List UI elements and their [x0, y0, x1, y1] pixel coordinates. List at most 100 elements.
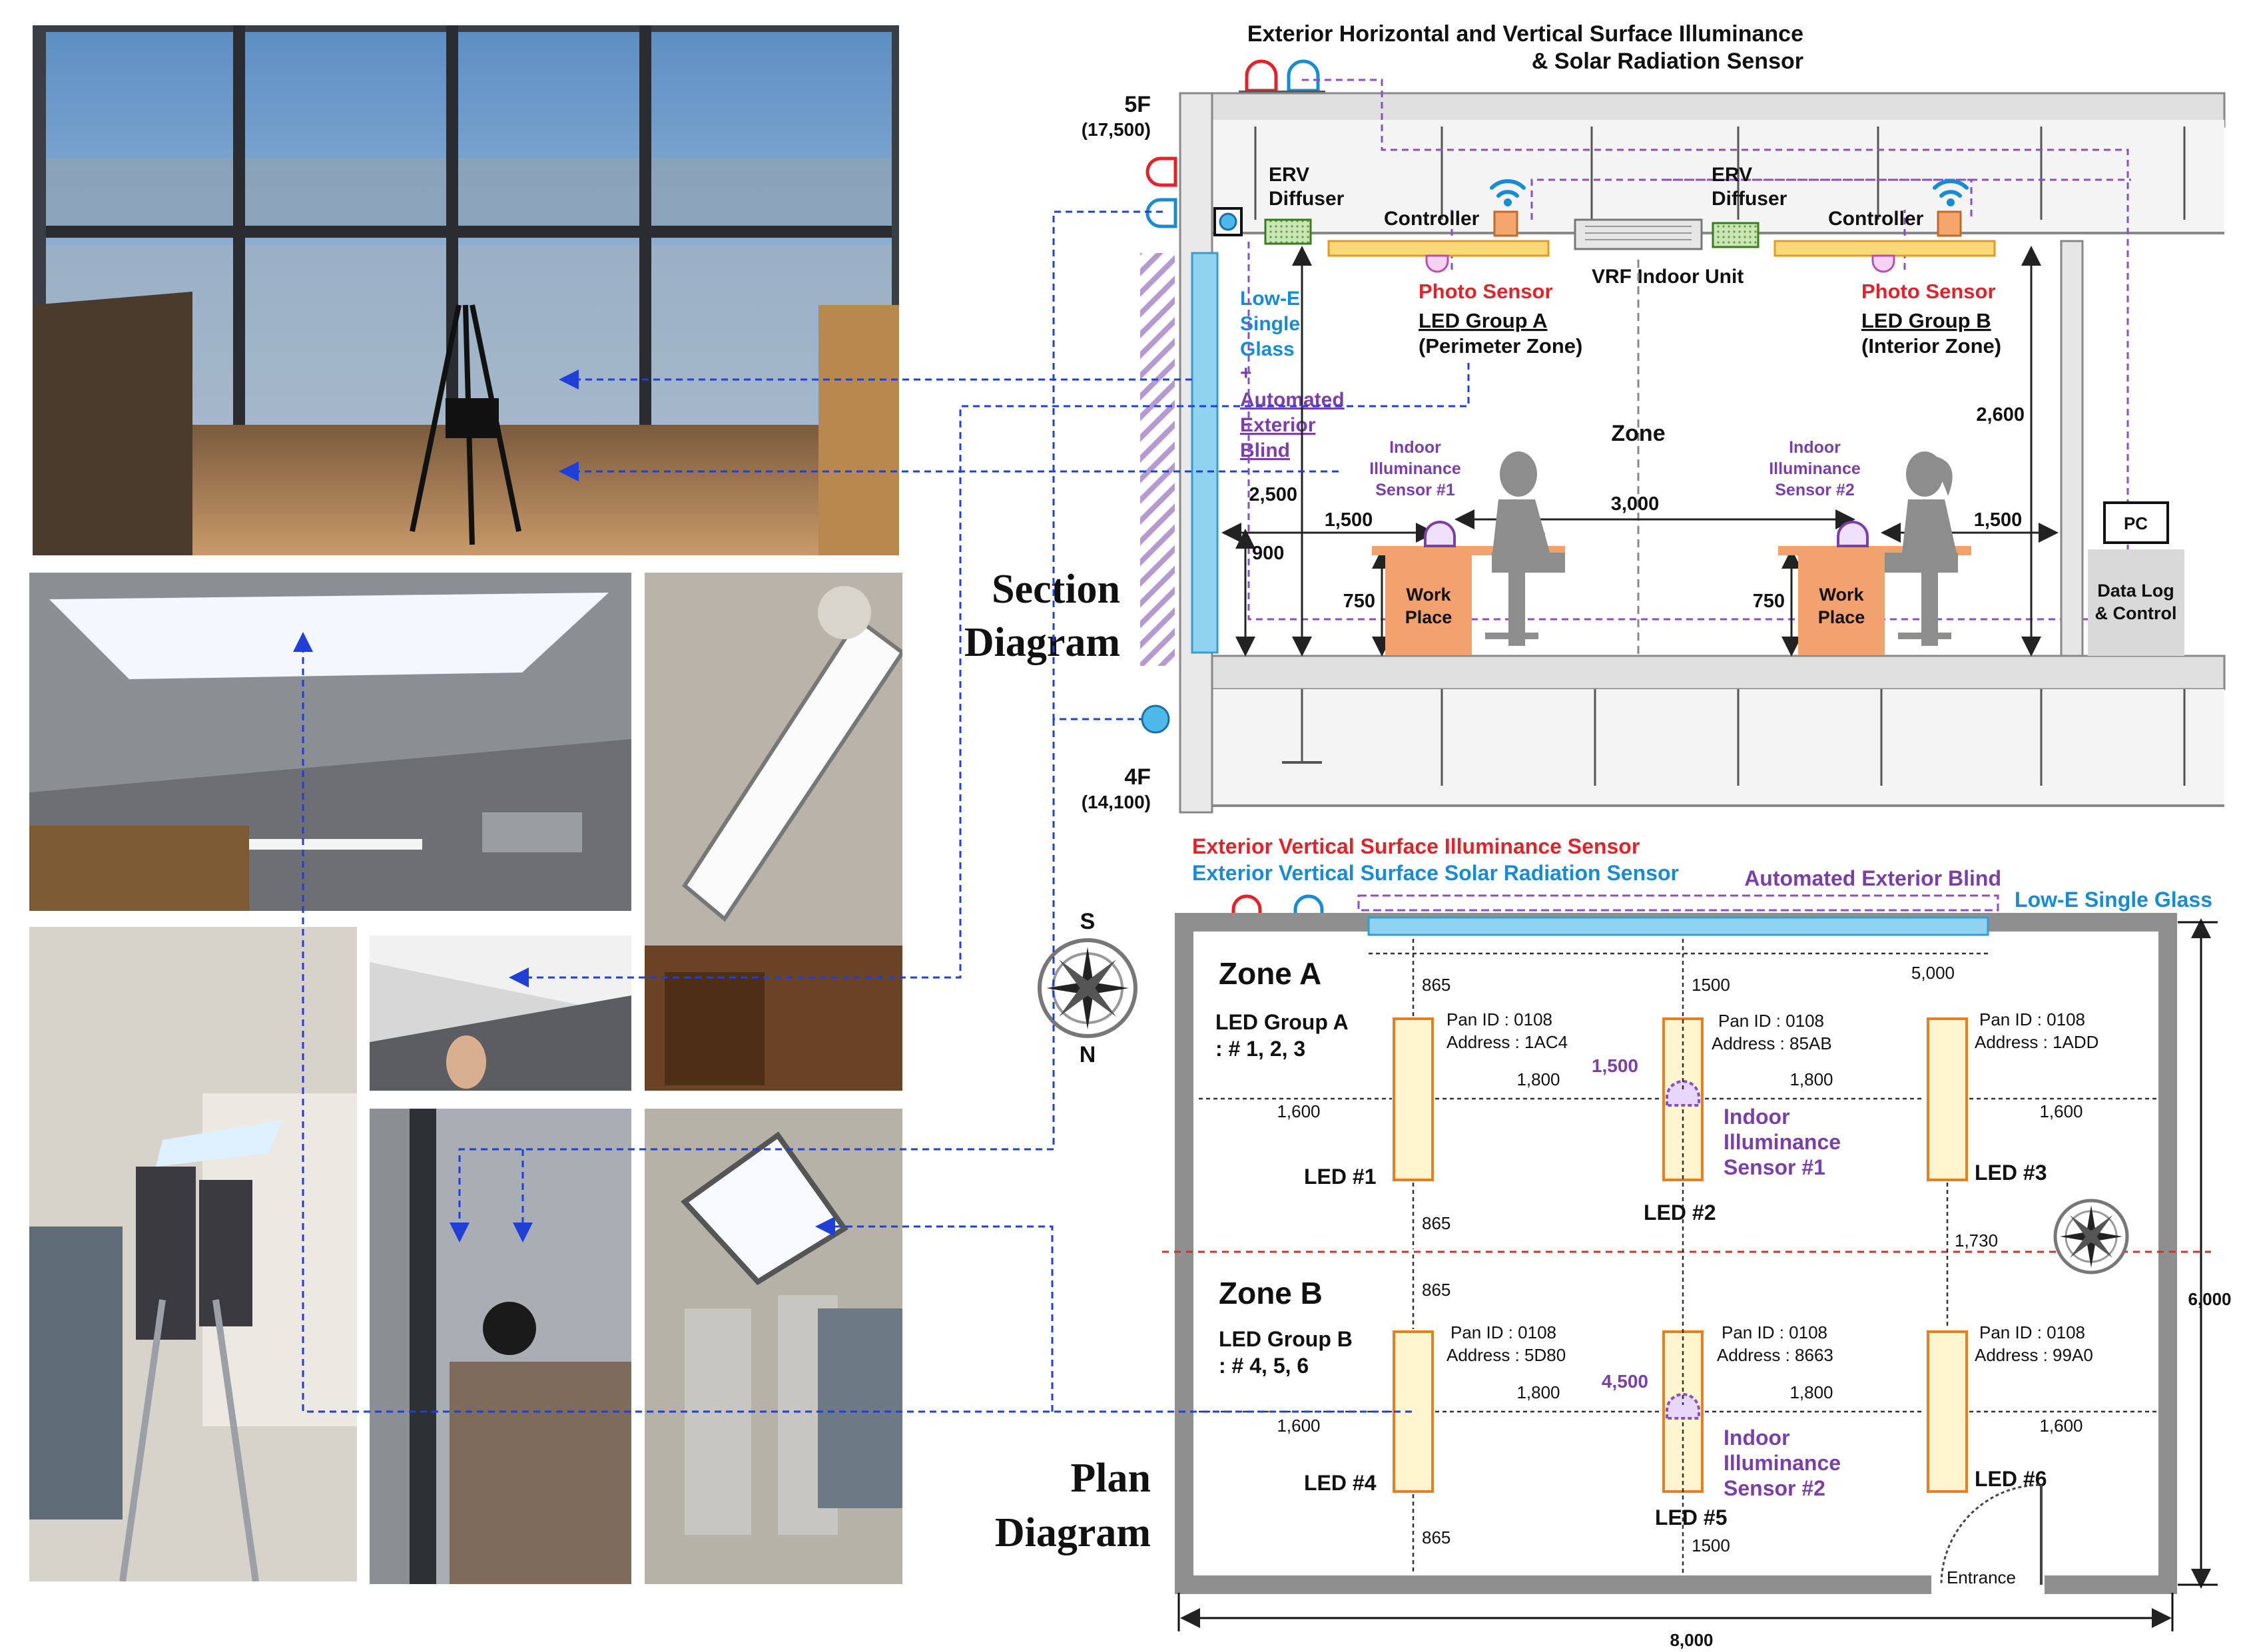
- glass-label-line1: Low-E: [1240, 288, 1300, 310]
- led-6-panel: [1927, 1330, 1968, 1493]
- dim-1800-d: 1,800: [1789, 1382, 1833, 1402]
- work-place-2-line2: Place: [1818, 607, 1865, 627]
- photo-window-office: [33, 25, 899, 555]
- indoor-sensor-1-icon: [1424, 521, 1456, 547]
- photo-installing-panel: [645, 1109, 902, 1584]
- photo-sensor-2-icon: [1871, 254, 1895, 273]
- plan-indoor-sensor-1-line2: Illuminance: [1724, 1130, 1841, 1154]
- work-place-1-line2: Place: [1405, 607, 1452, 627]
- data-log-line2: & Control: [2095, 603, 2177, 623]
- photo-sensor-1-icon: [1425, 254, 1449, 273]
- plan-indoor-sensor-1-line1: Indoor: [1724, 1105, 1790, 1129]
- work-place-2: [1798, 555, 1885, 655]
- vrf-label: VRF Indoor Unit: [1592, 266, 1744, 288]
- led-3-label: LED #3: [1975, 1161, 2047, 1185]
- indoor-sensor-2-line2: Illuminance: [1769, 459, 1861, 478]
- photo-led-angle: [645, 573, 902, 1091]
- photo-leader-lines: [293, 210, 1470, 1413]
- wifi-icon: [1490, 179, 1526, 206]
- dim-1500-left: 1,500: [1325, 509, 1373, 531]
- led-4-addr: Address : 5D80: [1446, 1345, 1566, 1365]
- led-5-label: LED #5: [1655, 1506, 1727, 1529]
- plan-blind-strip: [1357, 894, 1999, 912]
- dim-1600-c: 1,600: [1277, 1416, 1320, 1436]
- controller-1-box: [1493, 210, 1518, 237]
- glass-label-line2: Single: [1240, 313, 1300, 335]
- indoor-sensor-1-line2: Illuminance: [1369, 459, 1461, 478]
- dim-1800-c: 1,800: [1516, 1382, 1560, 1402]
- plan-indoor-sensor-2-icon: [1666, 1393, 1700, 1420]
- dim-1500-a: 1500: [1692, 975, 1730, 995]
- dim-1500-sensor: 1,500: [1592, 1055, 1638, 1076]
- led-2-pan: Pan ID : 0108: [1718, 1011, 1824, 1031]
- led-6-pan: Pan ID : 0108: [1979, 1322, 2085, 1342]
- plan-indoor-sensor-1-line3: Sensor #1: [1724, 1155, 1825, 1179]
- dim-1500-b: 1500: [1692, 1535, 1730, 1555]
- indoor-sensor-2-line1: Indoor: [1789, 438, 1841, 457]
- led-group-a-plan-line2: : # 1, 2, 3: [1215, 1037, 1305, 1061]
- led-3-addr: Address : 1ADD: [1975, 1032, 2098, 1052]
- erv-2-line2: Diffuser: [1712, 188, 1787, 210]
- photo-ceiling-sensor: [370, 936, 631, 1091]
- floor-5f-level: (17,500): [1082, 119, 1151, 140]
- person-2-icon: [1885, 451, 1958, 646]
- dim-2600: 2,600: [1976, 404, 2025, 425]
- led-1-panel: [1393, 1017, 1434, 1181]
- dim-3000: 3,000: [1611, 493, 1660, 515]
- floor-5f: 5F: [1124, 92, 1151, 117]
- section-diagram-title-line2: Diagram: [964, 620, 1120, 665]
- zone-b-label: Zone B: [1219, 1276, 1323, 1310]
- dim-6000: 6,000: [2188, 1289, 2231, 1309]
- plan-blind-label: Automated Exterior Blind: [1744, 866, 2001, 890]
- wifi-icon-2: [1933, 179, 1969, 206]
- led-5-addr: Address : 8663: [1717, 1345, 1833, 1365]
- low-e-glass-section: [1191, 252, 1219, 654]
- led-group-a-plan-line1: LED Group A: [1215, 1010, 1349, 1034]
- blind-label-line3: Blind: [1240, 439, 1290, 461]
- entrance-door-icon: [1940, 1484, 2043, 1585]
- led-4-pan: Pan ID : 0108: [1450, 1322, 1556, 1342]
- dim-750-right: 750: [1753, 591, 1785, 612]
- work-place-1-line1: Work: [1406, 585, 1451, 605]
- dim-865-c: 865: [1422, 1280, 1450, 1300]
- erv-diffuser-1: [1264, 218, 1312, 245]
- top-solar-sensor-icon: [1287, 59, 1320, 93]
- photo-ceiling-panel: [29, 573, 631, 911]
- led-2-label: LED #2: [1644, 1201, 1716, 1225]
- exterior-blind-section: [1140, 253, 1175, 666]
- data-log-cabinet: [2088, 549, 2184, 656]
- facade-solar-sensor-icon: [1145, 198, 1177, 228]
- plan-glass-label: Low-E Single Glass: [2015, 888, 2212, 912]
- structural-column: [2060, 240, 2084, 657]
- led-5-pan: Pan ID : 0108: [1722, 1322, 1827, 1342]
- photo-installing-led: [29, 927, 357, 1581]
- dim-865-b: 865: [1422, 1213, 1450, 1233]
- facade-illuminance-sensor-icon: [1145, 156, 1177, 187]
- controller-2-label: Controller: [1828, 208, 1924, 230]
- led-group-b-plan-line1: LED Group B: [1219, 1327, 1353, 1351]
- work-place-1: [1385, 555, 1472, 655]
- dim-4500: 4,500: [1602, 1371, 1648, 1392]
- led-group-b-plan-line2: : # 4, 5, 6: [1219, 1354, 1309, 1378]
- dim-8000: 8,000: [1670, 1630, 1713, 1650]
- plan-vert-solar-label: Exterior Vertical Surface Solar Radiatio…: [1192, 861, 1679, 885]
- erv-1-line2: Diffuser: [1269, 188, 1345, 210]
- plan-indoor-sensor-2-line2: Illuminance: [1724, 1451, 1841, 1475]
- work-place-2-line1: Work: [1819, 585, 1864, 605]
- section-diagram-title-line1: Section: [992, 567, 1120, 612]
- ceiling-hangers: [1254, 127, 2186, 786]
- led-2-addr: Address : 85AB: [1712, 1033, 1832, 1053]
- photo-sensor-2-label: Photo Sensor: [1861, 280, 1996, 303]
- indoor-sensor-2-line3: Sensor #2: [1775, 481, 1855, 499]
- led-3-pan: Pan ID : 0108: [1979, 1009, 2085, 1029]
- erv-1-line1: ERV: [1269, 164, 1309, 186]
- blind-label-line2: Exterior: [1240, 414, 1316, 436]
- compass-s: S: [1080, 909, 1096, 934]
- plan-indoor-sensor-1-icon: [1666, 1080, 1700, 1107]
- dim-1500-right: 1,500: [1974, 509, 2023, 531]
- led-4-label: LED #4: [1304, 1471, 1377, 1495]
- led-6-label: LED #6: [1975, 1467, 2047, 1491]
- plan-indoor-sensor-2-line3: Sensor #2: [1724, 1476, 1825, 1500]
- entrance-label: Entrance: [1947, 1567, 2016, 1587]
- dim-865-a: 865: [1422, 975, 1450, 995]
